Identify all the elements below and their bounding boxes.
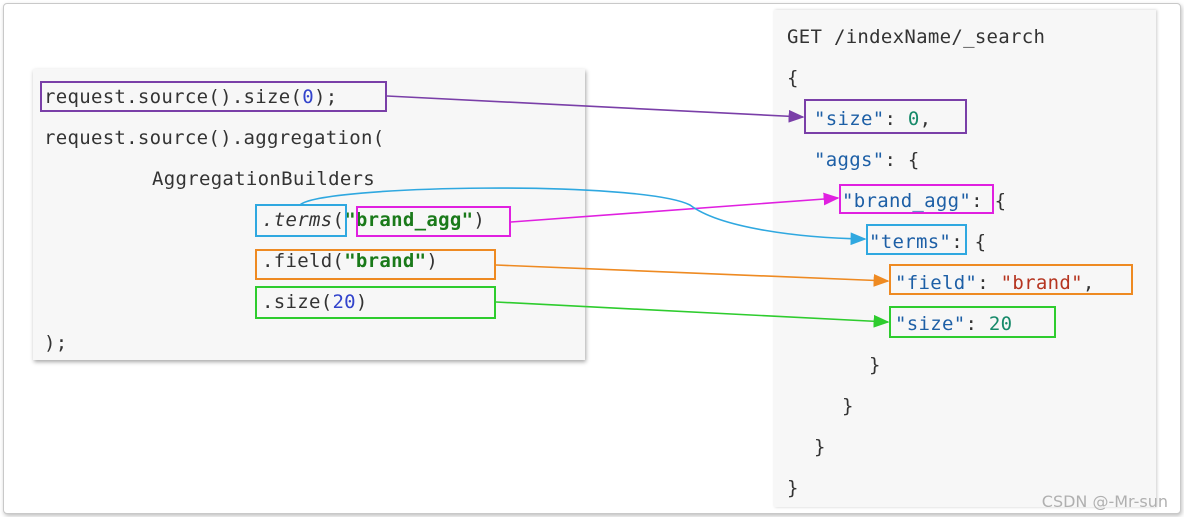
json-close-root: } bbox=[787, 477, 799, 499]
json-field-line: "field": "brand", bbox=[895, 272, 1095, 294]
java-line-aggregation-builders: AggregationBuilders bbox=[152, 168, 376, 190]
json-request-line: GET /indexName/_search bbox=[787, 26, 1046, 48]
java-inner-size-box bbox=[255, 286, 496, 319]
json-close-aggs: } bbox=[814, 436, 826, 458]
json-field-box bbox=[889, 264, 1133, 295]
json-size-line: "size": 0, bbox=[814, 108, 932, 130]
json-brand-agg-box bbox=[839, 184, 994, 214]
json-terms-box bbox=[866, 224, 967, 255]
json-aggs-line: "aggs": { bbox=[814, 149, 920, 171]
json-request-panel bbox=[774, 10, 1156, 507]
csdn-watermark: CSDN @-Mr-sun bbox=[1041, 492, 1168, 511]
json-agg-name-line: "brand_agg": { bbox=[842, 190, 1007, 212]
json-open-brace: { bbox=[787, 67, 799, 89]
json-size-box bbox=[804, 99, 967, 134]
json-close-agg-name: } bbox=[842, 395, 854, 417]
java-line-close: ); bbox=[44, 332, 68, 354]
json-inner-size-box bbox=[889, 306, 1056, 338]
java-brand-agg-box bbox=[356, 206, 511, 237]
java-line-aggregation: request.source().aggregation( bbox=[44, 127, 385, 149]
java-field-box bbox=[255, 249, 496, 280]
json-terms-line: "terms": { bbox=[869, 231, 987, 253]
java-line-size: request.source().size(0); bbox=[44, 86, 338, 108]
json-close-terms: } bbox=[869, 354, 881, 376]
json-inner-size-line: "size": 20 bbox=[895, 313, 1013, 335]
java-line-field: .field("brand") bbox=[262, 250, 439, 272]
java-size-box bbox=[40, 81, 387, 112]
java-line-inner-size: .size(20) bbox=[262, 291, 368, 313]
java-terms-box bbox=[255, 204, 347, 237]
